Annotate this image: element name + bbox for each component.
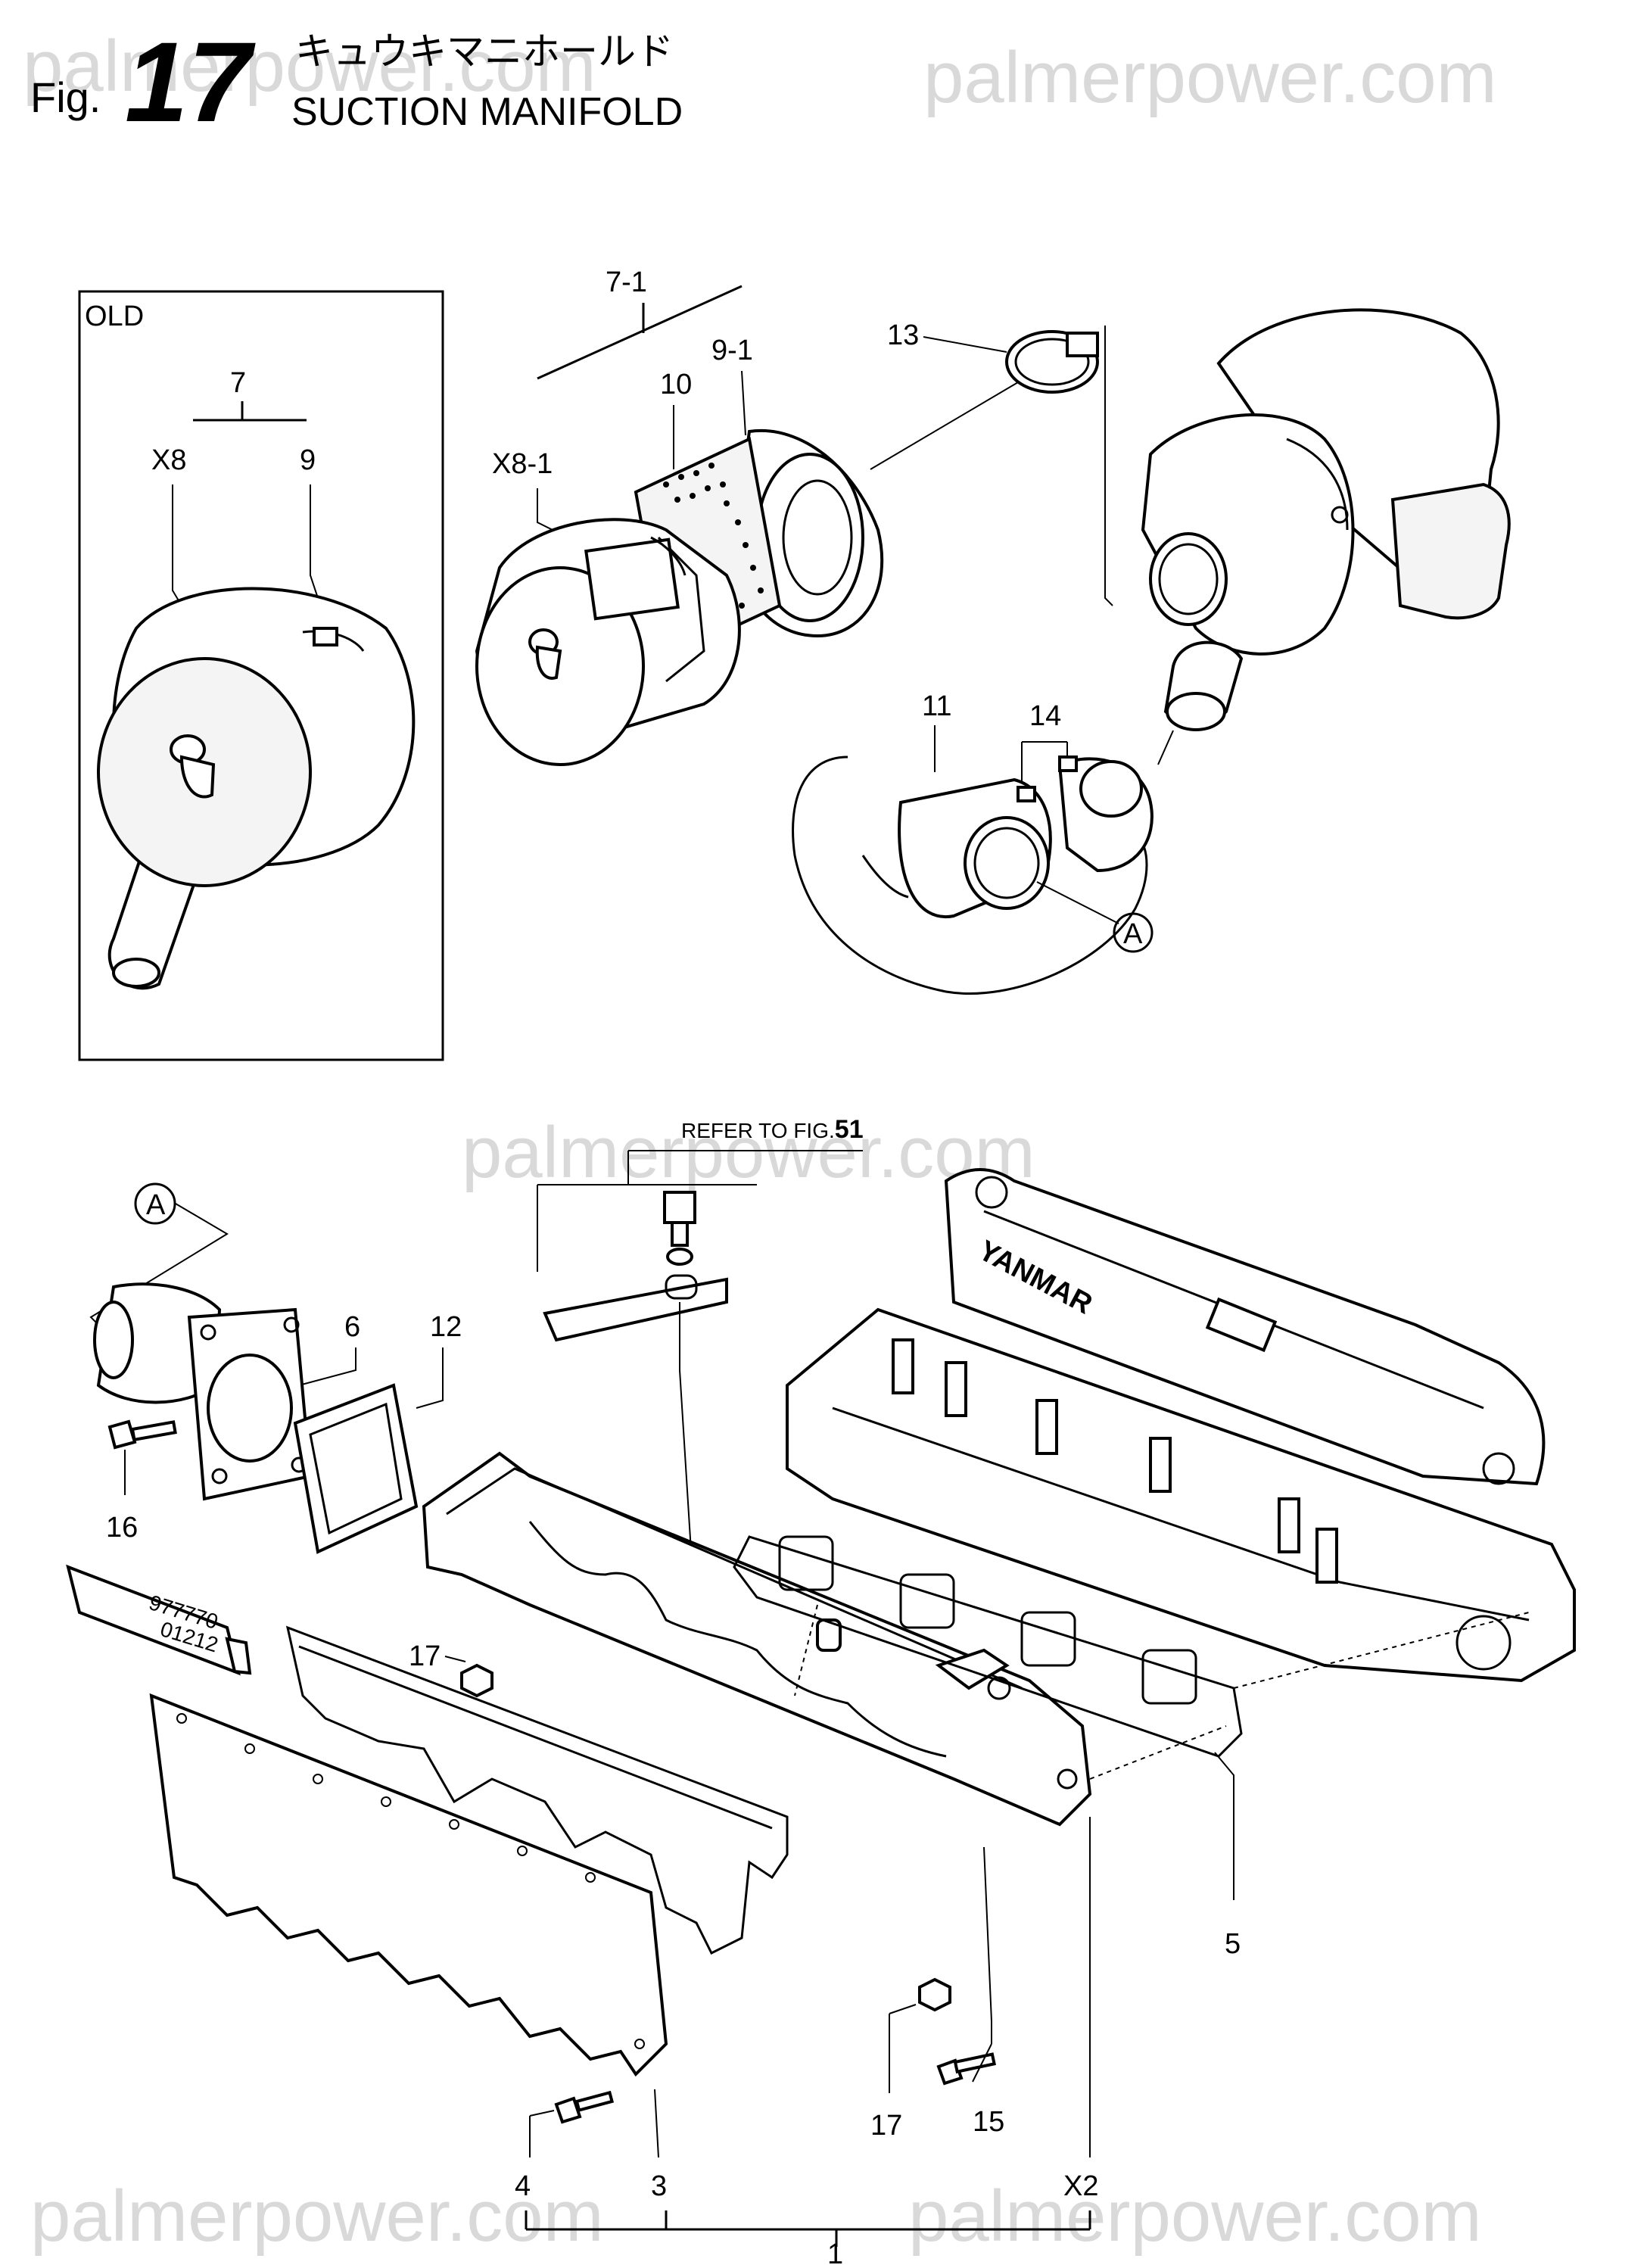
bracket-1 <box>525 2210 1091 2247</box>
callout-1: 1 <box>827 2238 843 2268</box>
sealant-tube: 977770 01212 <box>66 1564 252 1676</box>
intake-manifold <box>422 1451 1092 1827</box>
gasket-12 <box>293 1383 419 1554</box>
nut-17-lower <box>918 1977 951 2012</box>
callout-x8-old: X8 <box>151 444 186 476</box>
callout-7-1: 7-1 <box>606 266 647 298</box>
callout-9-1: 9-1 <box>711 335 753 366</box>
callout-a-circle-bottom <box>134 1182 176 1225</box>
callout-15: 15 <box>973 2106 1004 2138</box>
gasket-plate-3 <box>149 1693 668 2077</box>
nut-17-upper <box>460 1663 493 1698</box>
callout-14: 14 <box>1029 700 1061 732</box>
callout-3: 3 <box>651 2170 667 2202</box>
turbocharger <box>1141 308 1511 731</box>
callout-6: 6 <box>344 1311 360 1343</box>
old-inset-frame <box>78 290 444 1061</box>
callout-x8-1: X8-1 <box>492 448 553 480</box>
callout-7-old: 7 <box>230 367 246 399</box>
fig-number: 17 <box>125 18 256 145</box>
air-cleaner-assembly <box>475 428 884 766</box>
refer-to-fig-text: REFER TO FIG.51 <box>681 1115 864 1144</box>
callout-a-circle-top <box>1113 912 1154 953</box>
old-air-cleaner <box>97 587 416 990</box>
callout-13: 13 <box>887 319 919 351</box>
bracket-fig-51 <box>543 1191 728 1342</box>
callout-11: 11 <box>922 690 951 722</box>
bolt-4 <box>554 2090 615 2124</box>
callout-a-top: A <box>1123 918 1143 950</box>
title-japanese: キュウキマニホールド <box>295 30 674 73</box>
watermark-bottom-right: palmerpower.com <box>908 2176 1482 2257</box>
cylinder-head <box>786 1307 1576 1683</box>
callout-17-lower: 17 <box>870 2110 902 2142</box>
manifold-gasket <box>285 1625 789 1955</box>
watermark-middle: palmerpower.com <box>462 1112 1035 1193</box>
bolt-15 <box>936 2052 996 2086</box>
callout-9-old: 9 <box>300 444 316 476</box>
callout-x2: X2 <box>1063 2170 1098 2202</box>
title-english: SUCTION MANIFOLD <box>291 90 683 134</box>
watermark-bottom-left: palmerpower.com <box>30 2176 604 2257</box>
callout-a-bottom: A <box>146 1189 166 1221</box>
injectors <box>892 1338 1338 1584</box>
valve-cover: YANMAR <box>944 1168 1546 1486</box>
inlet-elbow-6 <box>93 1282 313 1501</box>
watermark-top-right: palmerpower.com <box>923 37 1497 118</box>
intake-hose-11 <box>792 755 1154 995</box>
fig-prefix: Fig. <box>30 73 101 121</box>
callout-5: 5 <box>1225 1928 1241 1960</box>
old-inset-label: OLD <box>85 301 144 332</box>
watermark-top: palmerpower.com <box>23 26 596 107</box>
bolt-16 <box>107 1419 177 1450</box>
callout-16: 16 <box>106 1512 138 1544</box>
hose-clamp-13 <box>1005 330 1099 394</box>
callout-10: 10 <box>660 369 692 400</box>
callout-17-upper: 17 <box>409 1640 441 1672</box>
callout-4: 4 <box>515 2170 531 2202</box>
callout-12: 12 <box>430 1311 462 1343</box>
